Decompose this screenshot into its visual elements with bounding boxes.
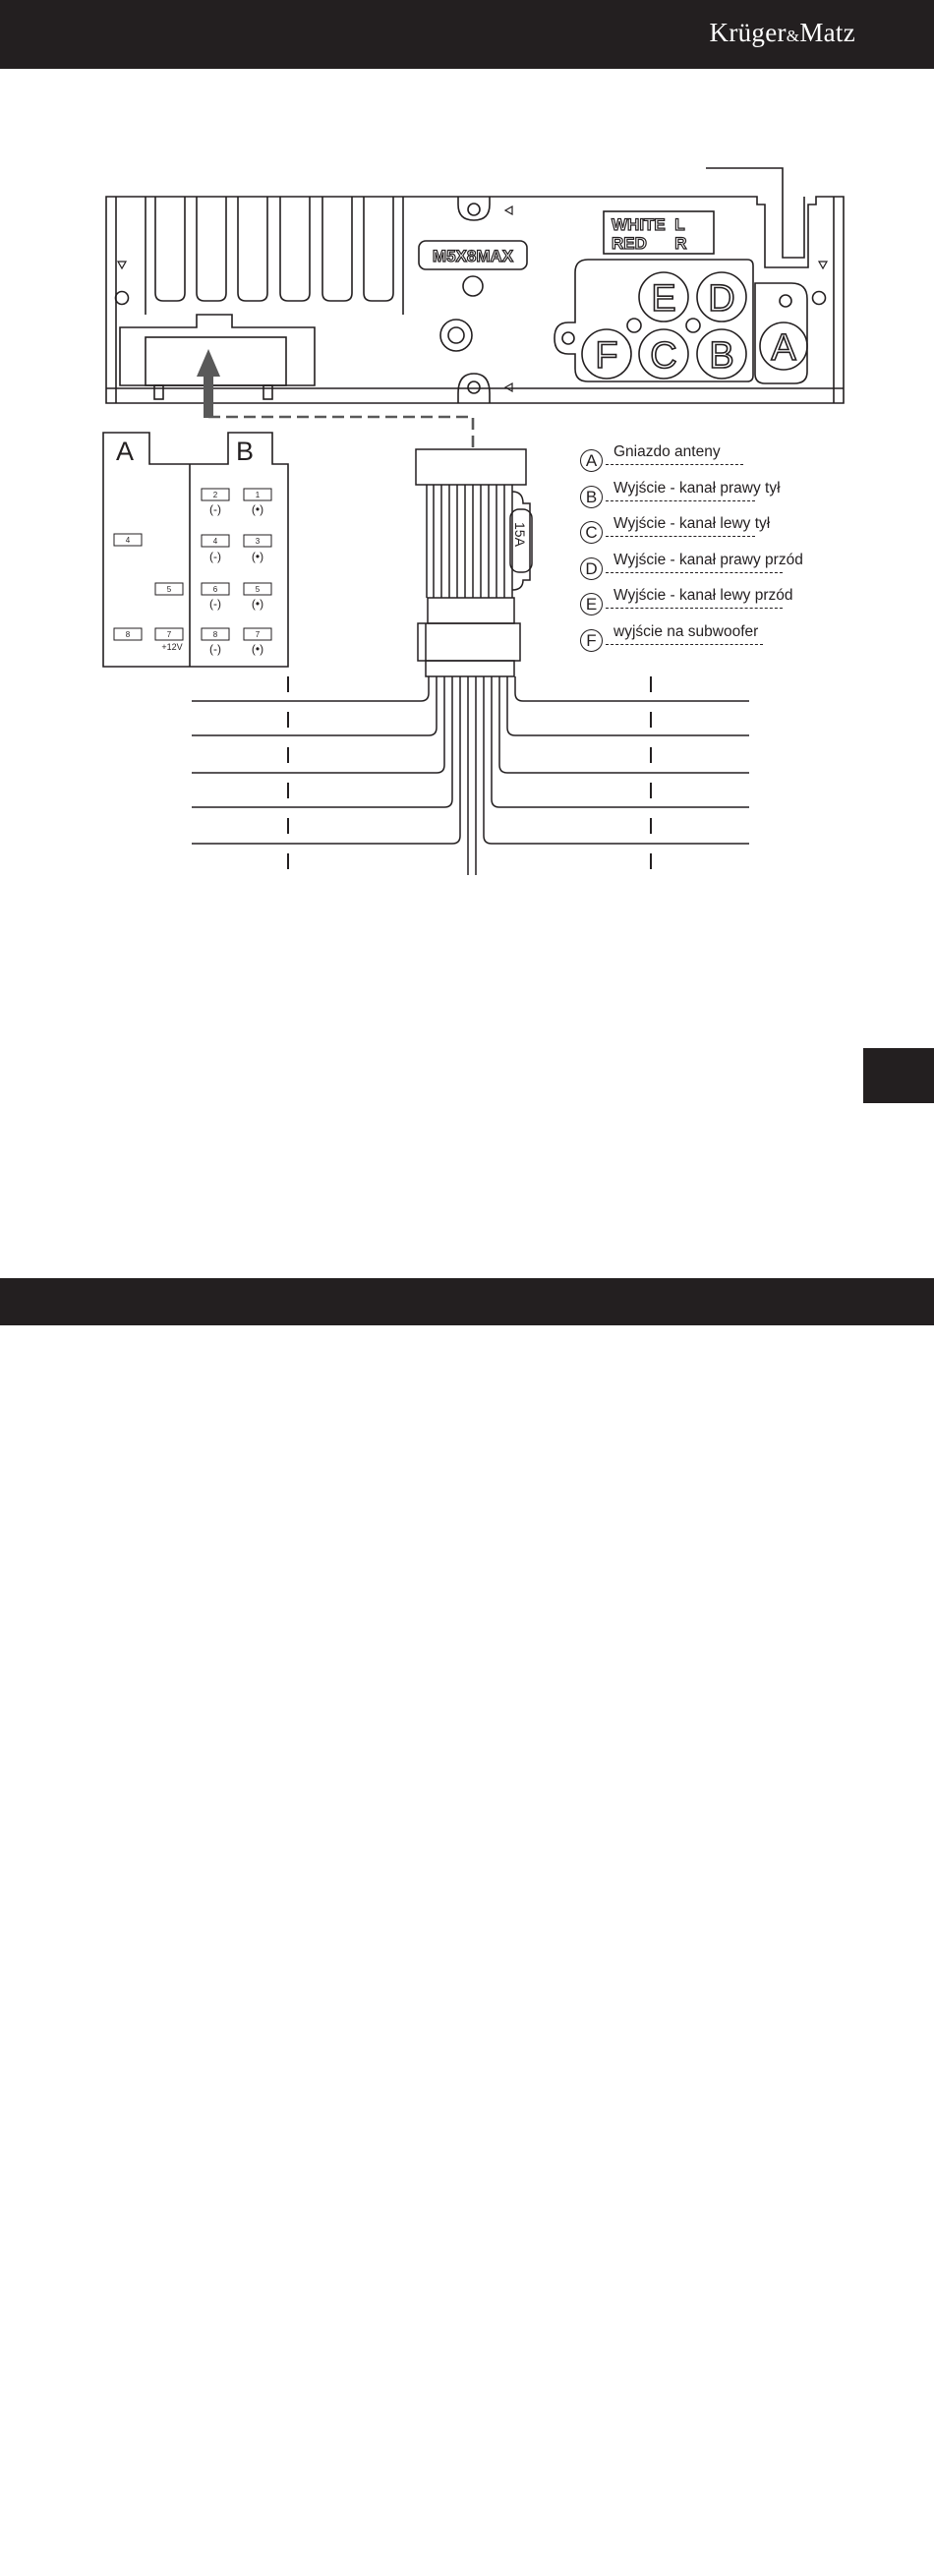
pin-a4: 4 (126, 536, 131, 545)
pin-b3: 3 (256, 537, 261, 546)
legend-text-c: Wyjście - kanał lewy tył (613, 515, 770, 533)
legend-item-b: B Wyjście - kanał prawy tył (580, 486, 777, 509)
model-label: M5X8MAX (433, 247, 514, 265)
header-bar: Krüger&Matz (0, 0, 934, 69)
footer-bar (0, 1278, 934, 1325)
channel-label-bottom: RED R (612, 234, 687, 253)
antenna-lead (706, 168, 804, 258)
legend-item-a: A Gniazdo anteny (580, 449, 777, 473)
pin-a5: 5 (167, 585, 172, 594)
pin-b8: 8 (213, 630, 218, 639)
legend-letter-a: A (580, 449, 603, 472)
pin-b3-polarity: (•) (252, 550, 263, 563)
legend-text-a: Gniazdo anteny (613, 443, 721, 461)
pin-b1-polarity: (•) (252, 502, 263, 516)
pin-b5: 5 (256, 585, 261, 594)
pin-a8: 8 (126, 630, 131, 639)
connector-b-label: B (236, 437, 254, 466)
pin-a7: 7 (167, 630, 172, 639)
brand-logo: Krüger&Matz (710, 18, 855, 48)
page-number-box (807, 2558, 854, 2576)
legend-letter-c: C (580, 521, 603, 544)
legend-letter-f: F (580, 629, 603, 652)
pin-b1: 1 (256, 491, 261, 499)
legend-item-c: C Wyjście - kanał lewy tył (580, 521, 777, 545)
insert-arrow-icon (197, 349, 220, 418)
jack-a-label: A (771, 327, 796, 369)
pin-b8-polarity: (-) (209, 642, 221, 656)
jack-e-label: E (651, 278, 675, 320)
legend-item-d: D Wyjście - kanał prawy przód (580, 557, 777, 581)
heat-sink-fins (146, 197, 403, 315)
legend-letter-b: B (580, 486, 603, 508)
pin-b5-polarity: (•) (252, 597, 263, 611)
pin-b6: 6 (213, 585, 218, 594)
pin-b2: 2 (213, 491, 218, 499)
fuse-label: 15A (512, 522, 528, 548)
jack-f-label: F (595, 335, 617, 377)
legend-item-f: F wyjście na subwoofer (580, 629, 777, 653)
pin-b6-polarity: (-) (209, 597, 221, 611)
pin-b7-polarity: (•) (252, 642, 263, 656)
legend-text-b: Wyjście - kanał prawy tył (613, 480, 781, 498)
channel-label-top: WHITE L (612, 215, 685, 234)
jack-c-label: C (650, 335, 676, 377)
mounting-hole (813, 292, 826, 305)
legend-letter-d: D (580, 557, 603, 580)
legend-letter-e: E (580, 593, 603, 615)
jack-b-label: B (709, 335, 733, 377)
mounting-hole (116, 292, 129, 305)
mounting-hole (463, 276, 483, 296)
wiring-harness (192, 449, 749, 877)
wiring-diagram: M5X8MAX WHITE L RED R E D F C B A A B 4 … (0, 69, 934, 895)
pin-b2-polarity: (-) (209, 502, 221, 516)
jack-d-label: D (708, 278, 734, 320)
side-tab (863, 1048, 934, 1103)
pin-b4: 4 (213, 537, 218, 546)
pin-a7-voltage: +12V (161, 642, 182, 652)
legend-item-e: E Wyjście - kanał lewy przód (580, 593, 777, 616)
legend-text-f: wyjście na subwoofer (613, 623, 758, 641)
legend-text-d: Wyjście - kanał prawy przód (613, 552, 803, 569)
connector-a-label: A (116, 437, 134, 466)
pin-b7: 7 (256, 630, 261, 639)
pin-b4-polarity: (-) (209, 550, 221, 563)
legend-text-e: Wyjście - kanał lewy przód (613, 587, 792, 605)
